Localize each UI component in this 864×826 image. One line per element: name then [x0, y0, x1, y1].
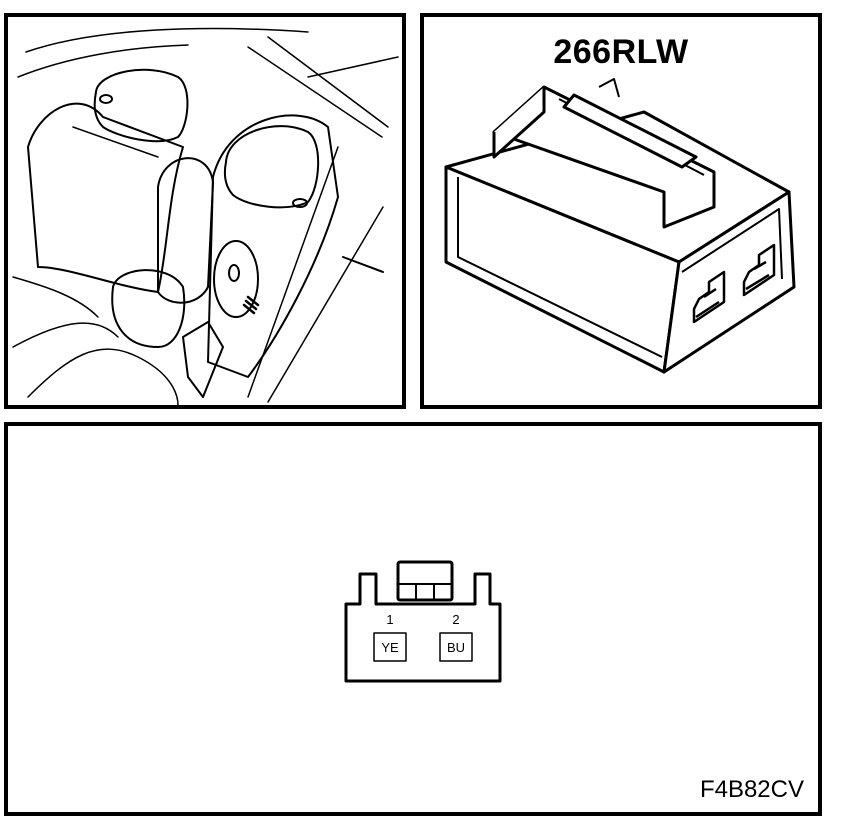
connector-latch [396, 560, 454, 602]
figure-reference-code: F4B82CV [699, 776, 804, 803]
pin-1-number: 1 [386, 612, 393, 627]
connector-pinout-panel: 1 2 YE BU F4B82CV [4, 422, 822, 816]
connector-code-title: 266RLW [553, 33, 689, 71]
pin-2-number: 2 [452, 612, 459, 627]
connector-3d-panel: 266RLW [420, 13, 822, 409]
pin-2-wire-color: BU [447, 640, 465, 655]
rear-seat-illustration [12, 27, 399, 405]
pin-2-cavity [439, 632, 473, 662]
pin-1-cavity [373, 632, 407, 662]
connector-face-diagram: 1 2 YE BU [344, 560, 502, 683]
pin-1-wire-color: YE [381, 640, 399, 655]
connector-3d-illustration [444, 78, 796, 374]
location-illustration-panel [4, 13, 406, 409]
